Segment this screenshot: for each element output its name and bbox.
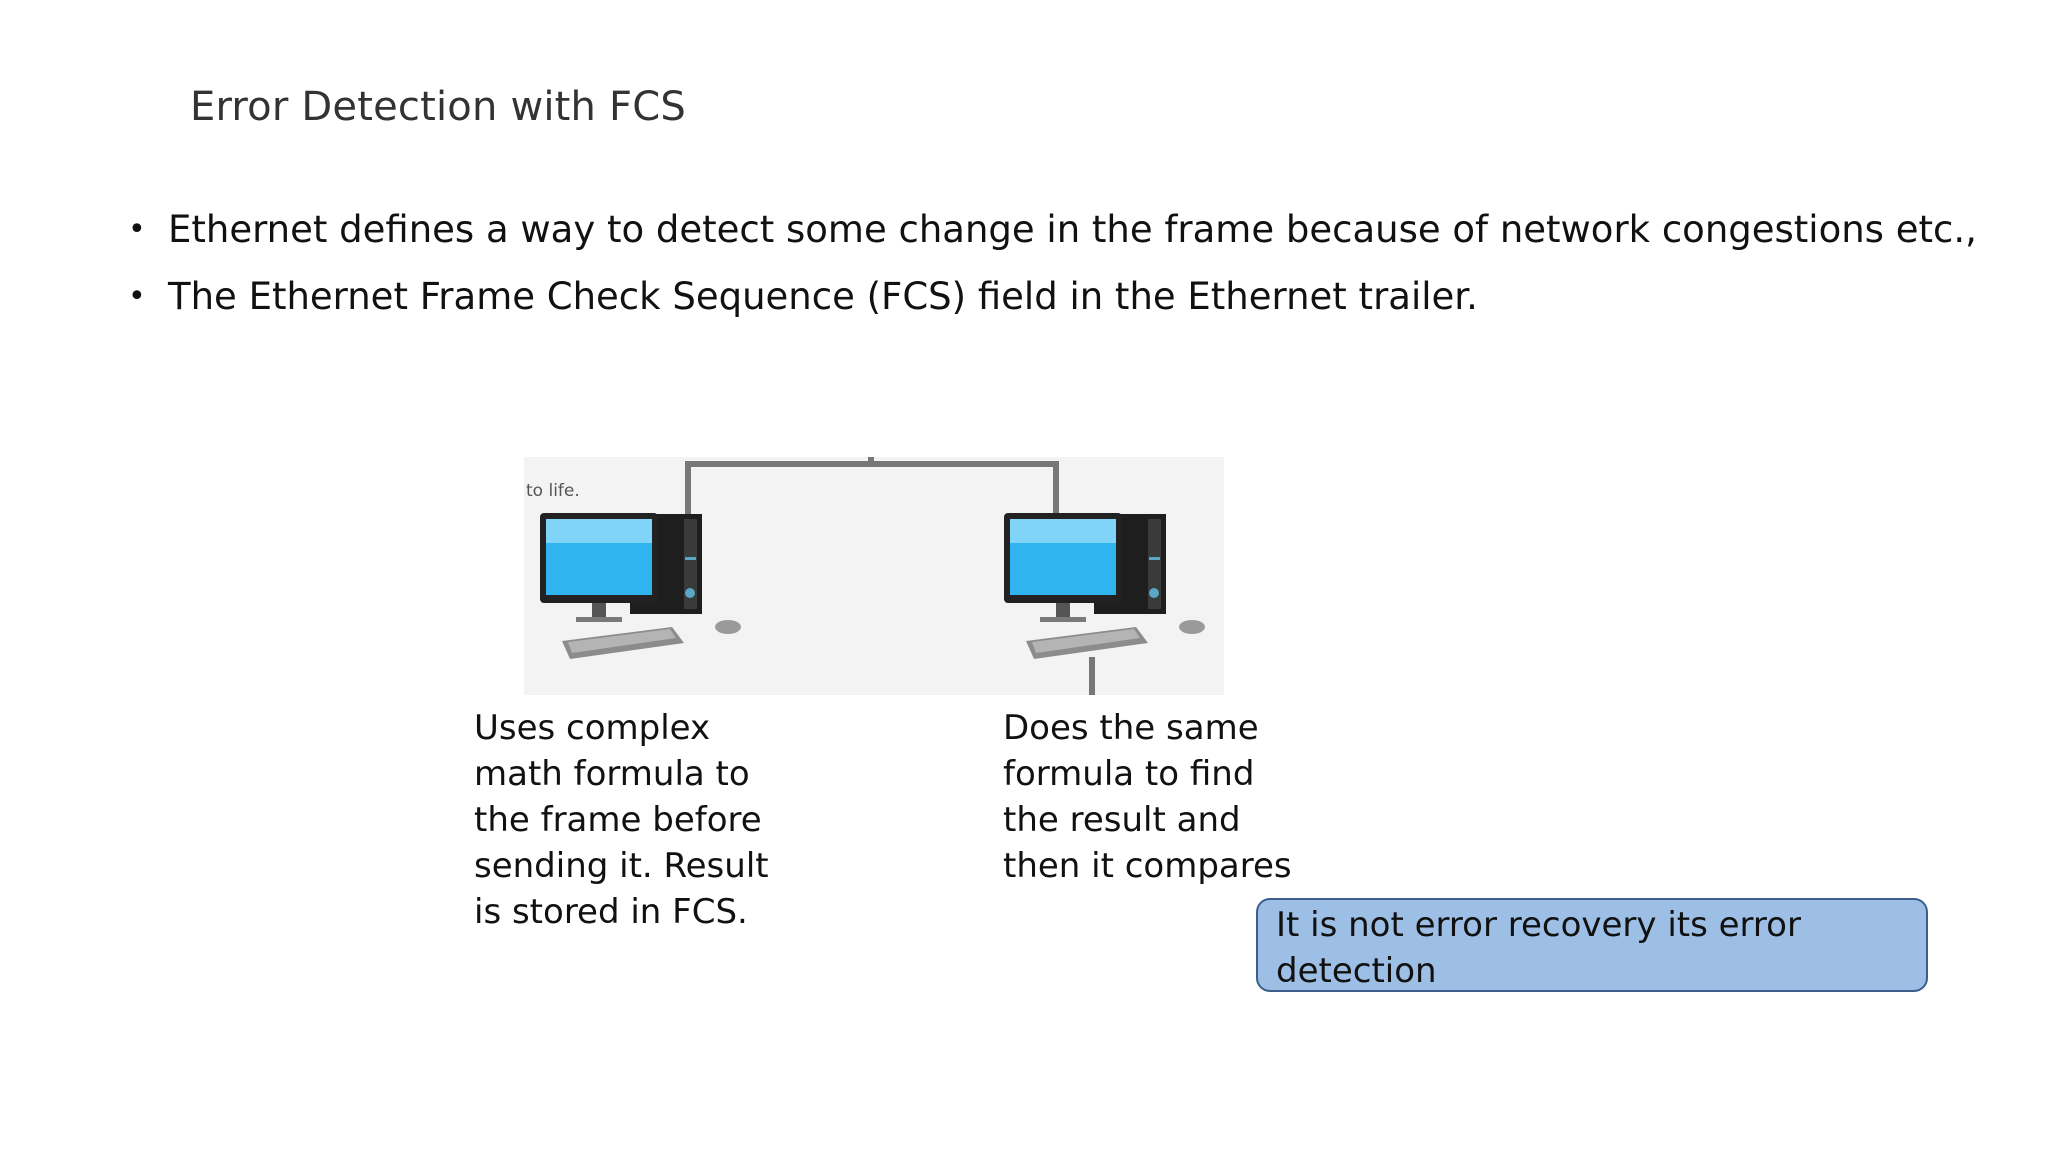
bullet-icon: • [128, 212, 146, 247]
bullet-text: Ethernet defines a way to detect some ch… [168, 208, 1977, 251]
network-cable [685, 461, 1059, 516]
sender-caption: Uses complex math formula to the frame b… [474, 708, 769, 932]
image-caption-text: to life. [526, 481, 580, 501]
callout-box: It is not error recovery its error detec… [1256, 898, 1928, 992]
bullet-list: • Ethernet defines a way to detect some … [128, 196, 1977, 330]
computer-right-icon [1004, 513, 1205, 659]
cable-tap [868, 457, 874, 467]
bullet-icon: • [128, 279, 146, 314]
network-diagram-svg: to life. [526, 457, 1205, 695]
computer-left-icon [540, 513, 741, 659]
callout-text: It is not error recovery its error detec… [1276, 905, 1801, 991]
network-diagram-image: to life. [524, 457, 1224, 695]
bullet-text: The Ethernet Frame Check Sequence (FCS) … [168, 275, 1478, 318]
slide-title: Error Detection with FCS [190, 84, 686, 130]
receiver-caption: Does the same formula to find the result… [1003, 708, 1292, 886]
bullet-item: • The Ethernet Frame Check Sequence (FCS… [128, 263, 1977, 330]
bullet-item: • Ethernet defines a way to detect some … [128, 196, 1977, 263]
